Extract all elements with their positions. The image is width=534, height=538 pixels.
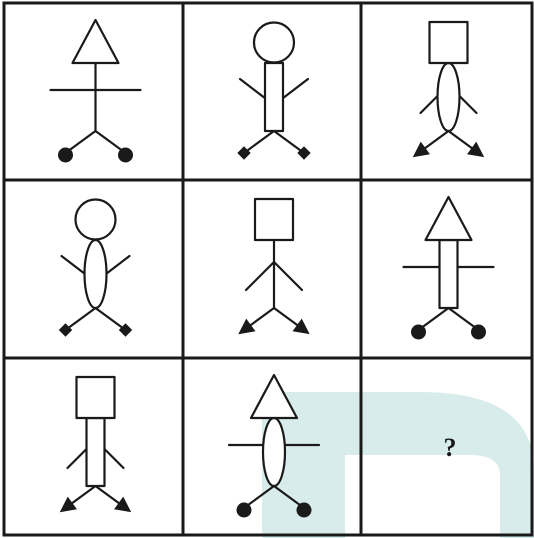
- right-foot-circle: [297, 503, 311, 517]
- left-foot-arrow: [61, 498, 76, 512]
- right-leg: [274, 131, 304, 153]
- left-foot-circle: [412, 325, 426, 339]
- figure-r1c2: [238, 23, 310, 160]
- figure-r2c3: [404, 197, 494, 339]
- right-foot-arrow: [115, 498, 130, 512]
- body-ellipse: [263, 418, 285, 486]
- body-rectangle: [87, 418, 105, 486]
- body-rectangle: [265, 63, 283, 131]
- figure-r2c2: [239, 199, 309, 334]
- right-arm-lowered: [274, 262, 302, 290]
- figure-r1c3: [414, 22, 484, 157]
- head-square: [255, 199, 293, 240]
- body-rectangle: [440, 240, 458, 308]
- right-foot-arrow: [468, 143, 483, 157]
- body-ellipse: [438, 63, 460, 131]
- left-leg: [244, 131, 274, 153]
- right-foot-circle: [119, 148, 133, 162]
- left-leg: [66, 308, 96, 330]
- right-foot-arrow: [293, 320, 308, 334]
- right-leg: [96, 308, 126, 330]
- left-foot-circle: [59, 148, 73, 162]
- answer-question-mark: ?: [430, 433, 470, 463]
- body-ellipse: [85, 240, 107, 308]
- left-arm-lowered: [246, 262, 274, 290]
- right-foot-circle: [472, 325, 486, 339]
- figure-r1c1: [51, 20, 141, 162]
- head-circle: [254, 23, 294, 63]
- left-foot-arrow: [239, 320, 254, 334]
- left-foot-arrow: [414, 143, 429, 157]
- head-square: [430, 22, 468, 63]
- head-circle: [76, 200, 116, 240]
- figure-r2c1: [60, 200, 132, 337]
- head-square: [77, 377, 115, 418]
- left-foot-circle: [237, 503, 251, 517]
- figure-r3c1: [61, 377, 131, 512]
- head-triangle: [73, 20, 119, 63]
- head-triangle: [426, 197, 472, 240]
